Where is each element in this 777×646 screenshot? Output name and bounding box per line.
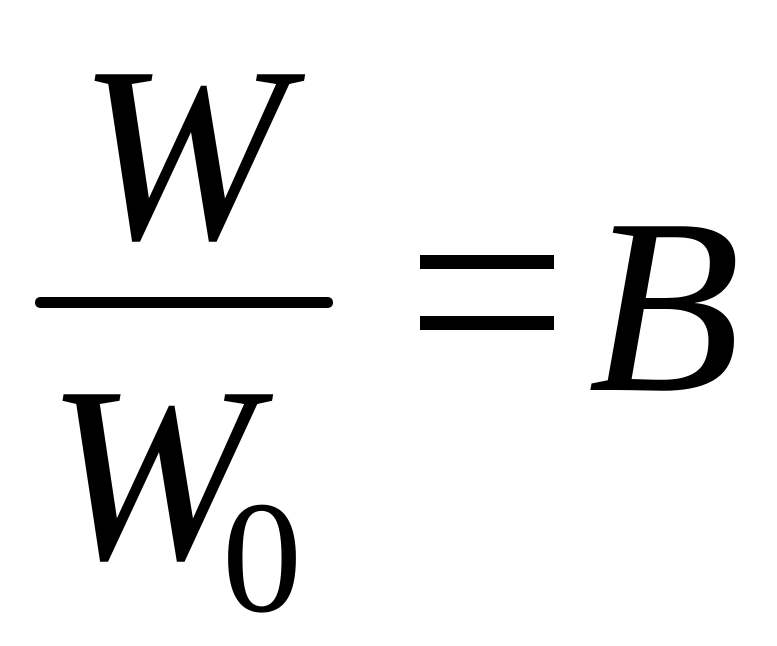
denominator-subscript: 0 bbox=[222, 468, 302, 646]
equals-sign-top-bar bbox=[420, 255, 554, 269]
equals-sign-bottom-bar bbox=[420, 316, 554, 330]
fraction-bar bbox=[35, 297, 333, 308]
numerator-variable: W bbox=[78, 16, 287, 293]
rhs-variable: B bbox=[588, 168, 741, 445]
denominator-variable: W bbox=[46, 336, 255, 613]
